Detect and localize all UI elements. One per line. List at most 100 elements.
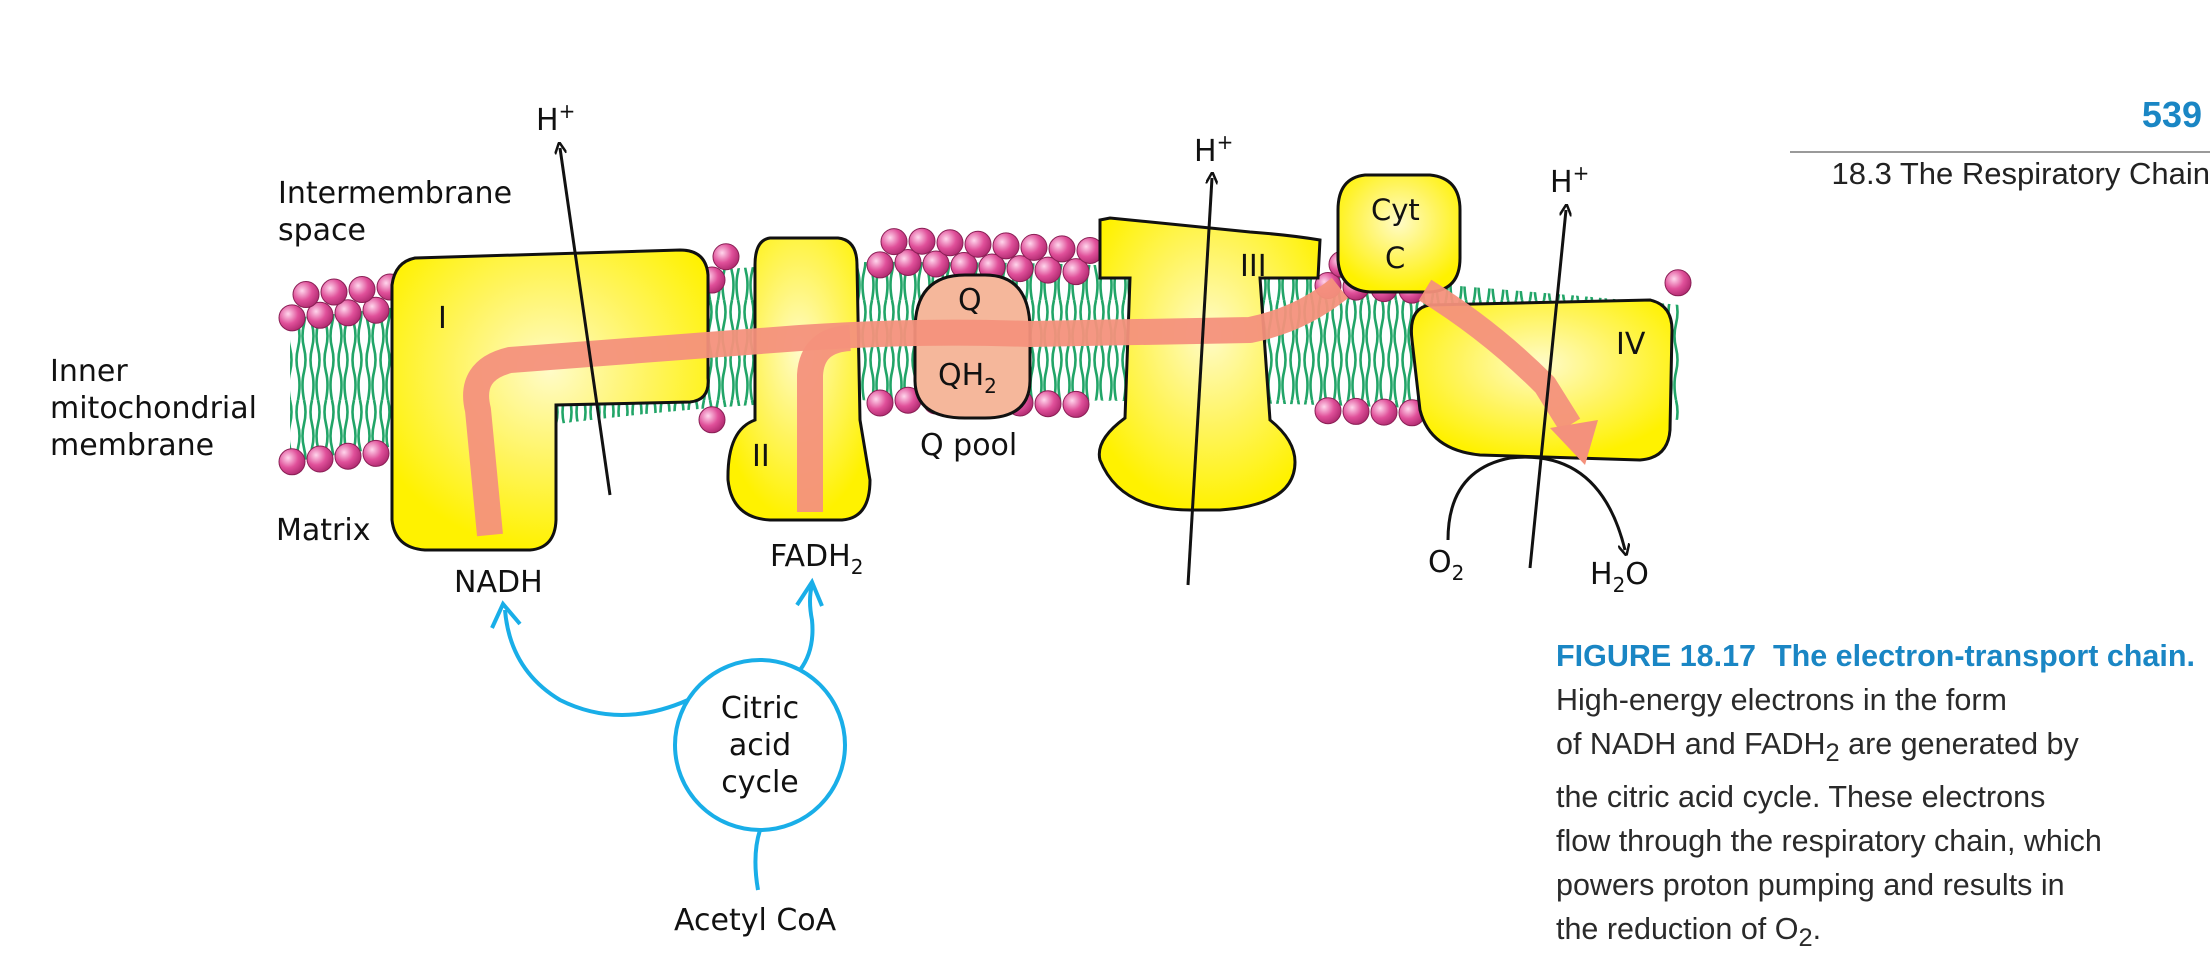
caption-line-6a: the reduction of O xyxy=(1556,912,1799,947)
lipid-head-top xyxy=(1062,258,1090,286)
figure-title: The electron-transport chain. xyxy=(1772,639,2195,673)
electron-path-fadh2 xyxy=(797,325,852,512)
label-complex-iii: III xyxy=(1240,249,1267,284)
label-complex-iv: IV xyxy=(1616,327,1646,362)
lipid-head-top xyxy=(348,276,376,304)
label-q-pool: Q pool xyxy=(920,428,1017,463)
label-acid: acid xyxy=(729,728,791,763)
lipid-head-top xyxy=(936,229,964,257)
lipid-head-top xyxy=(922,250,950,278)
complex-iii xyxy=(1097,216,1322,512)
lipid-head-bottom xyxy=(698,406,726,434)
label-nadh: NADH xyxy=(454,565,543,600)
lipid-head-top xyxy=(1006,255,1034,283)
label-complex-ii: II xyxy=(752,439,770,474)
lipid-head-top xyxy=(880,228,908,256)
lipid-head-top xyxy=(1664,269,1692,297)
lipid-head-top xyxy=(362,296,390,324)
lipid-head-top xyxy=(292,281,320,309)
h-plus-1-superscript: + xyxy=(559,99,576,123)
h-plus-3-text: H xyxy=(1550,165,1573,200)
caption-line-1: High-energy electrons in the form xyxy=(1556,683,2007,717)
blue-line-acetyl-coa xyxy=(753,829,762,891)
caption-line-4: flow through the respiratory chain, whic… xyxy=(1556,824,2102,859)
qh-subscript: 2 xyxy=(984,374,997,398)
lipid-head-bottom xyxy=(1062,390,1090,418)
label-matrix: Matrix xyxy=(276,513,370,548)
label-intermembrane-space-1: Intermembrane xyxy=(278,176,512,211)
lipid-head-top xyxy=(320,278,348,306)
label-h-plus-1: H+ xyxy=(536,99,575,138)
label-complex-i: I xyxy=(438,301,447,336)
page-number: 539 xyxy=(2141,94,2202,135)
blue-arrow-to-fadh2 xyxy=(798,584,815,672)
lipid-head-top xyxy=(964,230,992,258)
label-inner-membrane-2: mitochondrial xyxy=(50,391,257,426)
electron-path-nadh xyxy=(463,277,1349,537)
proton-arrow-complex-i xyxy=(560,148,612,496)
lipid-head-bottom xyxy=(1370,398,1398,426)
citric-acid-cycle-group xyxy=(490,577,847,891)
lipid-head-top xyxy=(712,243,740,271)
label-fadh2: FADH2 xyxy=(770,539,863,579)
electron-flow-path xyxy=(463,277,1598,537)
label-inner-membrane-3: membrane xyxy=(50,428,214,463)
label-acetyl-coa: Acetyl CoA xyxy=(674,903,837,938)
label-citric: Citric xyxy=(721,691,799,726)
caption-sub-6: 2 xyxy=(1798,924,1813,953)
h2o-o-text: O xyxy=(1625,557,1649,592)
blue-arrowhead-nadh-icon xyxy=(490,600,522,629)
lipid-head-top xyxy=(334,299,362,327)
electron-arrowhead-icon xyxy=(1550,420,1598,465)
h2o-subscript: 2 xyxy=(1613,573,1626,597)
label-intermembrane-space-2: space xyxy=(278,213,366,248)
figure-label: FIGURE 18.17 xyxy=(1556,639,1757,673)
electron-path-complex-iv xyxy=(1418,279,1581,432)
h-plus-1-text: H xyxy=(536,103,559,138)
lipid-head-top xyxy=(306,301,334,329)
label-inner-membrane-1: Inner xyxy=(50,354,128,389)
lipid-head-top xyxy=(278,304,306,332)
q-pool-quinone xyxy=(913,273,1032,420)
blue-arrowhead-fadh2-icon xyxy=(795,577,824,607)
h-plus-2-text: H xyxy=(1194,134,1217,169)
lipid-head-top xyxy=(866,251,894,279)
label-q: Q xyxy=(958,283,982,318)
caption-line-6b: . xyxy=(1812,912,1822,947)
complex-i xyxy=(390,248,710,552)
lipid-head-top xyxy=(992,232,1020,260)
lipid-head-bottom xyxy=(278,448,306,476)
label-o2: O2 xyxy=(1428,545,1464,585)
lipid-head-bottom xyxy=(1034,390,1062,418)
running-head: 18.3 The Respiratory Chain xyxy=(1831,156,2210,191)
lipid-head-bottom xyxy=(334,442,362,470)
proton-arrows xyxy=(560,148,1625,586)
label-h-plus-3: H+ xyxy=(1550,161,1589,200)
lipid-head-bottom xyxy=(1314,397,1342,425)
proton-arrow-complex-iv xyxy=(1528,210,1566,569)
blue-arrow-to-nadh xyxy=(503,609,689,717)
label-cycle: cycle xyxy=(721,765,799,800)
proton-arrow-complex-iii xyxy=(1186,178,1212,586)
h-plus-3-superscript: + xyxy=(1573,161,1590,185)
lipid-head-top xyxy=(1020,233,1048,261)
h-plus-2-superscript: + xyxy=(1217,130,1234,154)
qh-text: QH xyxy=(938,358,984,393)
fadh-text: FADH xyxy=(770,539,851,574)
o2-subscript: 2 xyxy=(1452,561,1465,585)
lipid-head-top xyxy=(1034,256,1062,284)
fadh-subscript: 2 xyxy=(851,555,864,579)
lipid-head-top xyxy=(894,248,922,276)
lipid-head-bottom xyxy=(306,445,334,473)
caption-line-3: the citric acid cycle. These electrons xyxy=(1556,780,2046,815)
figure-caption: FIGURE 18.17 The electron-transport chai… xyxy=(1556,634,2206,960)
lipid-head-bottom xyxy=(362,439,390,467)
running-head-rule xyxy=(1790,151,2210,153)
o2-text: O xyxy=(1428,545,1452,580)
caption-line-5: powers proton pumping and results in xyxy=(1556,868,2065,903)
lipid-head-top xyxy=(908,227,936,255)
label-cyt-c: C xyxy=(1385,241,1405,275)
lipid-head-bottom xyxy=(1342,397,1370,425)
label-h2o: H2O xyxy=(1590,557,1649,597)
